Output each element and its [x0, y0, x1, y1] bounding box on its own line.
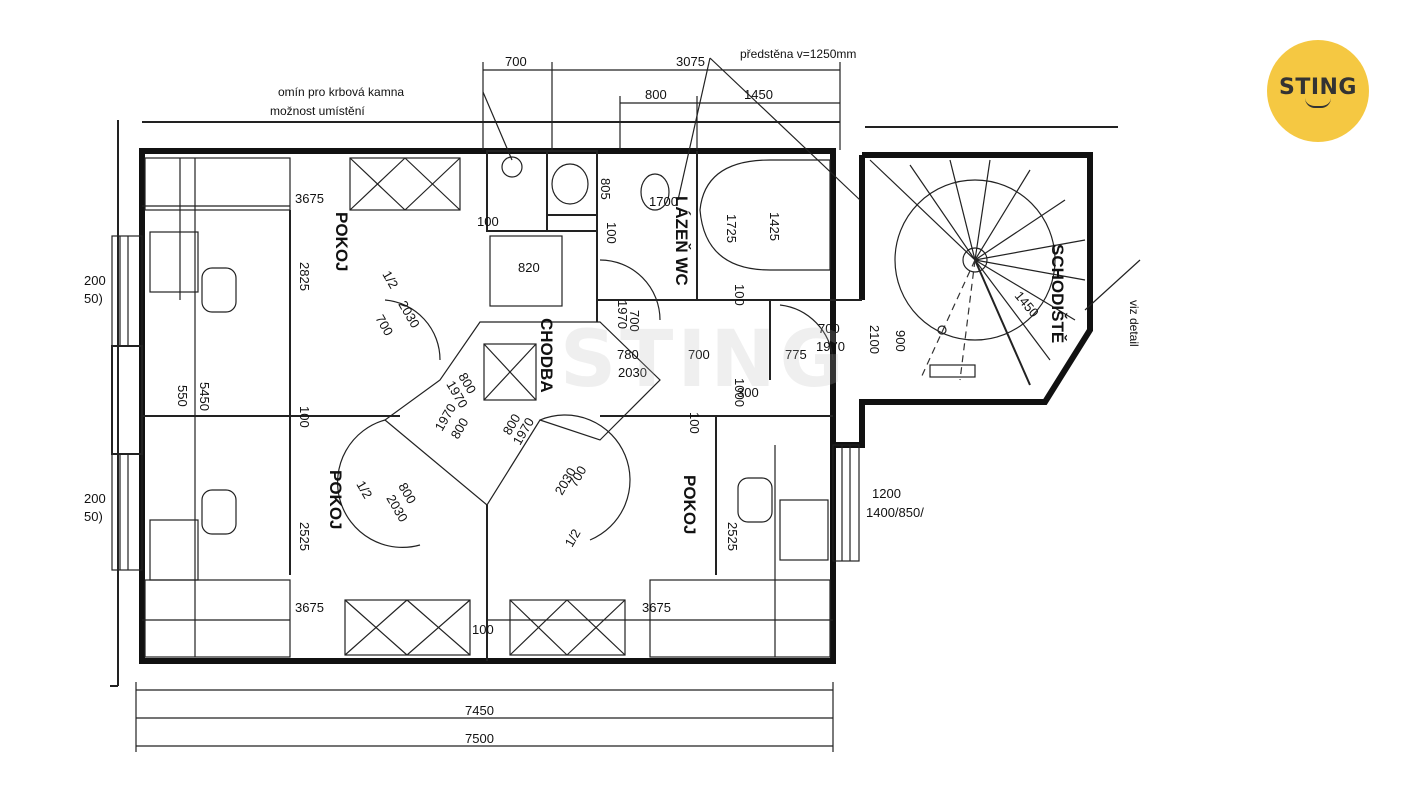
room-label-pokoj-bottom-right: POKOJ: [680, 475, 699, 535]
dim-top-700: 700: [505, 54, 527, 69]
dim-2100: 2100: [867, 325, 882, 354]
washbasin: [551, 163, 589, 205]
bed-top-left: [144, 157, 291, 211]
dim-100-b: 100: [732, 284, 747, 306]
door-swing-stairs: [779, 304, 834, 361]
note-krb-line1: omín pro krbová kamna: [278, 85, 404, 99]
door-swing-top-left: [384, 299, 441, 361]
win-right-size: 1400/850/: [866, 505, 924, 520]
door-swing-bathroom: [599, 259, 661, 321]
room-label-koupelna: LÁZEŇ WC: [672, 196, 691, 286]
note-viz-detail: viz detail: [1127, 300, 1141, 347]
dim-1970-a: 1970: [615, 300, 630, 329]
dim-775: 775: [785, 347, 807, 362]
dim-left-550: 550: [175, 385, 190, 407]
bed-bottom-right: [649, 579, 831, 658]
toilet: [640, 173, 670, 211]
sting-logo: STING: [1267, 40, 1369, 142]
dim-top-800: 800: [645, 87, 667, 102]
dim-1000: 1000: [732, 378, 747, 407]
logo-text: STING: [1278, 74, 1357, 100]
wardrobe-bottom-left: [344, 599, 471, 656]
dim-1700: 1700: [649, 194, 678, 209]
dim-left-2525: 2525: [297, 522, 312, 551]
door-swing-bottom-left: [337, 419, 421, 548]
dim-left-3675: 3675: [295, 191, 324, 206]
bed-bottom-left: [144, 579, 291, 658]
stove-symbol: [501, 156, 523, 178]
spiral-stair-treads: [869, 159, 1086, 361]
desk-bottom-left: [149, 519, 199, 581]
spiral-stair-outer: [894, 179, 1056, 341]
dim-left-5450: 5450: [197, 382, 212, 411]
win-left-b-size: 50): [84, 509, 103, 524]
dim-total-7500: 7500: [465, 731, 494, 746]
dim-left-100: 100: [297, 406, 312, 428]
door-swing-bottom-right: [539, 414, 631, 541]
win-right-width: 1200: [872, 486, 901, 501]
chair-top-left: [201, 267, 237, 313]
wardrobe-top: [349, 157, 461, 211]
door-1-2-b: 1/2: [353, 478, 375, 501]
win-left-b-width: 200: [84, 491, 106, 506]
dim-mid-100: 100: [687, 412, 702, 434]
shower: [489, 235, 563, 307]
room-label-schodiste: SCHODIŠTĚ: [1048, 244, 1067, 343]
wardrobe-bottom-right: [509, 599, 626, 656]
dim-1725: 1725: [724, 214, 739, 243]
dim-2030: 2030: [618, 365, 647, 380]
bathtub: [699, 159, 831, 271]
dim-top-1450: 1450: [744, 87, 773, 102]
dim-h-100-top: 100: [477, 214, 499, 229]
room-label-pokoj-bottom-left: POKOJ: [326, 470, 345, 530]
window-right: [832, 444, 860, 562]
dim-right-2525: 2525: [725, 522, 740, 551]
dim-bot-3675-b: 3675: [642, 600, 671, 615]
dim-700-a: 700: [627, 310, 642, 332]
dimension-lines: [135, 62, 841, 752]
chair-bottom-left: [201, 489, 237, 535]
note-krb-line2: možnost umístění: [270, 104, 365, 118]
stair-handrail: [974, 259, 1031, 386]
door-2030-a: 2030: [395, 298, 422, 331]
dim-total-7450: 7450: [465, 703, 494, 718]
dim-100-a: 100: [604, 222, 619, 244]
dim-820: 820: [518, 260, 540, 275]
dim-805: 805: [598, 178, 613, 200]
dim-700-b: 700: [818, 321, 840, 336]
door-1-2-c: 1/2: [562, 526, 584, 549]
dim-left-2825: 2825: [297, 262, 312, 291]
dim-bot-100: 100: [472, 622, 494, 637]
dim-1425: 1425: [767, 212, 782, 241]
smile-icon: [1305, 98, 1331, 108]
door-1-2-a: 1/2: [379, 268, 401, 291]
win-left-a-size: 50): [84, 291, 103, 306]
room-label-pokoj-top-left: POKOJ: [332, 212, 351, 272]
window-left-bottom: [111, 453, 143, 571]
dim-top-3075: 3075: [676, 54, 705, 69]
dim-300: 300: [737, 385, 759, 400]
desk-right: [779, 499, 829, 561]
window-left-top: [111, 235, 143, 347]
dim-1970-b: 1970: [816, 339, 845, 354]
dim-bot-3675-a: 3675: [295, 600, 324, 615]
door-700-a: 700: [372, 312, 396, 338]
desk-top-left: [149, 231, 199, 293]
spiral-stair-core: [962, 247, 988, 273]
stair-outer-wall: [833, 152, 1093, 448]
win-left-a-width: 200: [84, 273, 106, 288]
room-label-chodba: CHODBA: [537, 318, 556, 393]
chair-right: [737, 477, 773, 523]
dim-780: 780: [617, 347, 639, 362]
note-predstena: předstěna v=1250mm: [740, 47, 856, 61]
dim-700-c: 700: [688, 347, 710, 362]
dim-900: 900: [893, 330, 908, 352]
